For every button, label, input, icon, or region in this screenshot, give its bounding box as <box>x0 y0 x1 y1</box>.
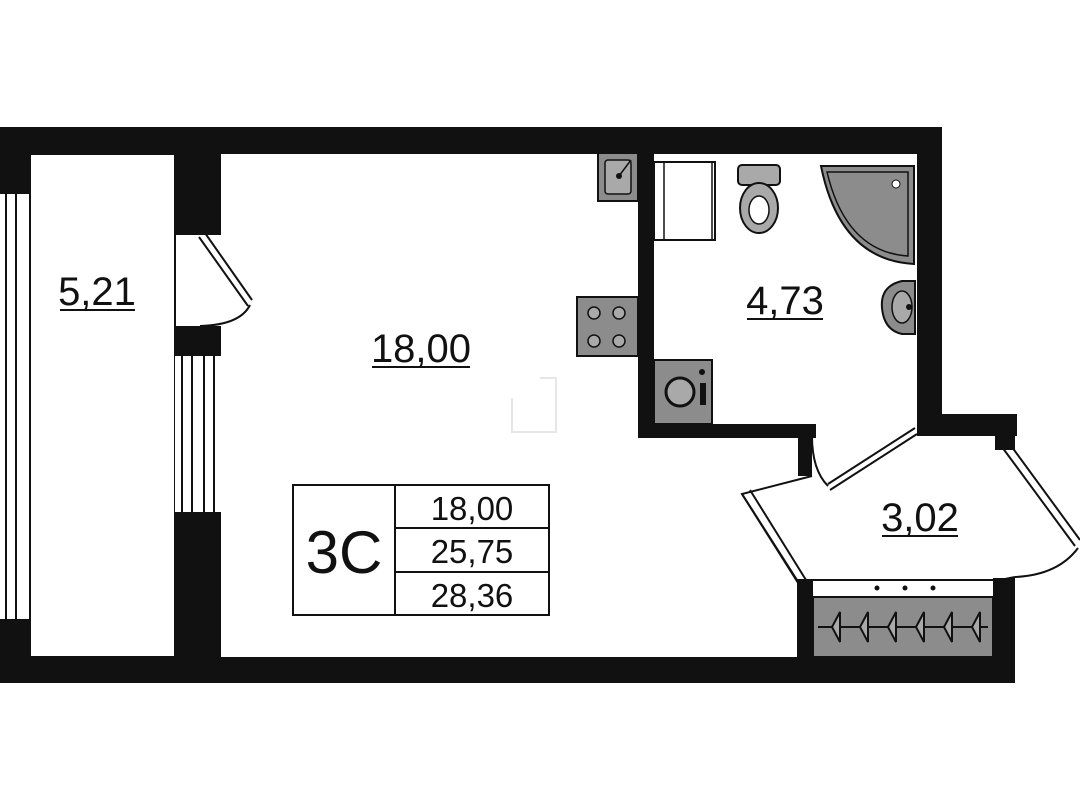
apartment-type-code: 3С <box>306 519 383 586</box>
kitchen-stove <box>576 296 639 357</box>
wall-hall-right-lower <box>993 578 1015 683</box>
washing-machine <box>653 359 713 425</box>
table-row: 18,00 <box>431 490 514 527</box>
wall-hall-right-stub <box>995 414 1015 450</box>
kitchen-sink <box>597 152 639 202</box>
wall-bath-bottom-stub <box>798 424 812 476</box>
partition-window <box>175 354 221 514</box>
toilet <box>737 164 781 234</box>
bathroom-cabinet <box>653 161 716 241</box>
washbasin <box>880 280 916 335</box>
wall-left-top <box>0 127 30 193</box>
faint-mark <box>511 377 557 433</box>
wall-top <box>0 127 942 154</box>
entrance-door <box>741 442 1080 587</box>
balcony-door <box>198 232 253 327</box>
table-row: 28,36 <box>431 577 514 614</box>
bathroom-door <box>811 427 918 491</box>
table-row: 25,75 <box>431 533 514 570</box>
wall-partition-top <box>175 127 221 235</box>
summary-table: 3С 18,00 25,75 28,36 <box>292 484 550 616</box>
wall-hall-top <box>917 414 1017 436</box>
room-labels: 5,21 18,00 4,73 3,02 <box>58 270 959 540</box>
wall-bottom <box>0 657 1015 683</box>
wall-bath-bottom <box>638 424 816 438</box>
hall-area-label: 3,02 <box>881 496 959 540</box>
shower-tray <box>819 165 915 266</box>
balcony-area-label: 5,21 <box>58 270 136 314</box>
wall-hall-left-lower <box>797 580 813 683</box>
bathroom-area-label: 4,73 <box>746 279 824 323</box>
living-area-label: 18,00 <box>371 327 471 371</box>
radiator <box>812 585 994 658</box>
balcony-glazing <box>0 192 30 621</box>
wall-bath-left <box>638 153 654 436</box>
hall-outline <box>740 475 1016 581</box>
wall-bath-right <box>917 127 942 433</box>
balcony-room <box>29 153 176 658</box>
